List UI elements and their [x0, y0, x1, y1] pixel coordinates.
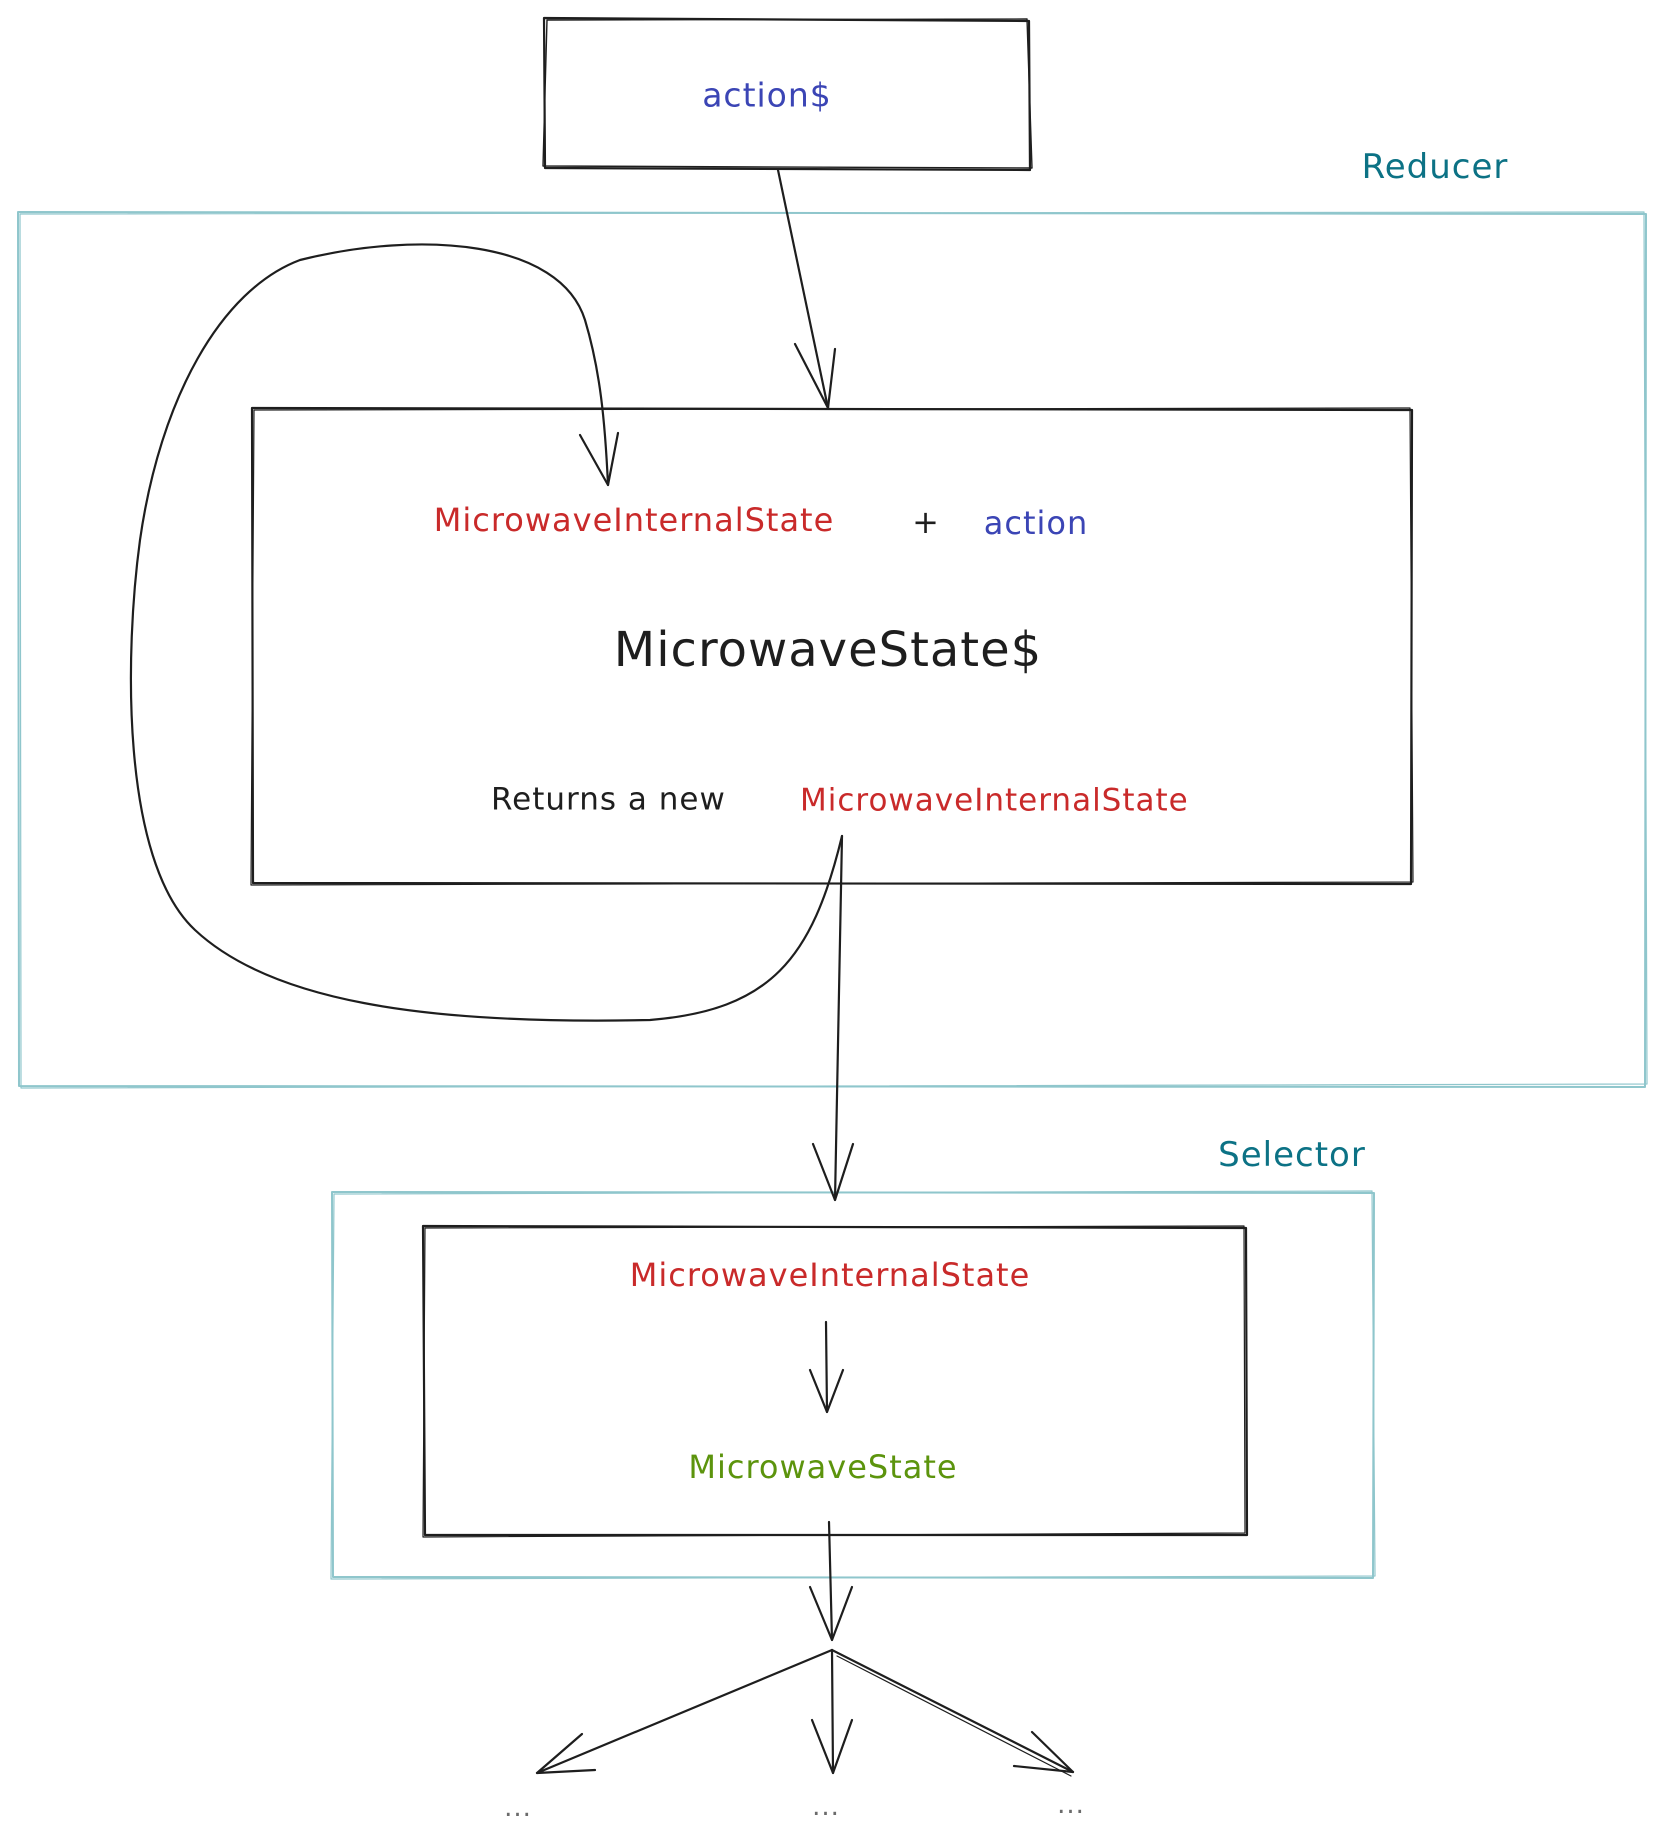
arrow-reducer-to-selector	[811, 834, 855, 1202]
selector-input-state-label: MicrowaveInternalState	[629, 1256, 1031, 1294]
microwave-state-stream-label: MicrowaveState$	[613, 622, 1043, 678]
reducer-input-action-label: action	[983, 504, 1089, 542]
action-source-box	[542, 16, 1033, 172]
arrow-fanout-left	[535, 1648, 834, 1775]
output-ellipsis-center: ...	[812, 1792, 840, 1822]
output-ellipsis-left: ...	[504, 1793, 532, 1823]
reducer-inner-box	[250, 406, 1414, 886]
arrow-fanout-center	[810, 1648, 854, 1775]
plus-sign: +	[912, 503, 940, 541]
arrow-state-feedback-loop	[129, 243, 844, 1022]
arrow-action-to-reducer	[776, 168, 837, 410]
action-stream-label: action$	[702, 75, 832, 115]
output-ellipsis-right: ...	[1057, 1790, 1085, 1820]
reducer-title: Reducer	[1361, 147, 1509, 187]
reducer-returns-state-label: MicrowaveInternalState	[800, 782, 1189, 819]
arrow-selector-to-outputs	[808, 1520, 854, 1642]
selector-frame	[330, 1190, 1376, 1580]
selector-inner-box	[421, 1224, 1249, 1538]
reducer-returns-prefix: Returns a new	[491, 781, 726, 818]
selector-title: Selector	[1218, 1135, 1366, 1175]
arrow-internal-to-state	[808, 1320, 845, 1414]
reducer-frame	[17, 211, 1648, 1089]
selector-output-state-label: MicrowaveState	[688, 1448, 958, 1486]
reducer-input-state-label: MicrowaveInternalState	[433, 501, 835, 539]
arrow-fanout-right	[830, 1648, 1075, 1777]
